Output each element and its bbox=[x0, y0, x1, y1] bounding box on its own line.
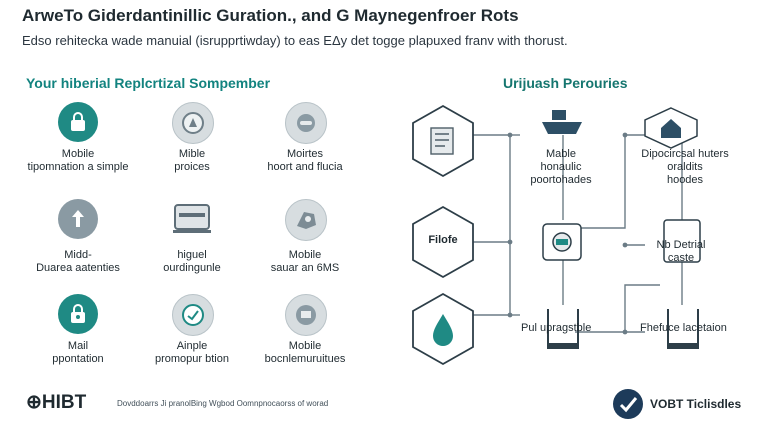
footer-brand[interactable]: VOBT Ticlisdles bbox=[650, 397, 742, 411]
item-line1: Mobile bbox=[61, 148, 95, 160]
left-panel-title: Your hiberial Replcrtizal Sompember bbox=[26, 75, 271, 91]
item-line2: hoort and flucia bbox=[267, 161, 343, 173]
node-label-upragstble: Pul upragstble bbox=[521, 322, 592, 334]
item-line1: Mail bbox=[67, 340, 89, 352]
hex-node-drop bbox=[412, 292, 474, 366]
lock-icon bbox=[58, 102, 98, 142]
box-icon bbox=[663, 219, 701, 263]
item-line2: tipomnation a simple bbox=[27, 161, 129, 173]
page-title: ArweTo Giderdantinillic Guration., and G… bbox=[22, 6, 519, 25]
item-line2: promopur btion bbox=[155, 353, 229, 365]
item-line1: Midd- bbox=[64, 249, 92, 261]
node-label-mable: Mable honaulic poortohades bbox=[530, 148, 592, 186]
map-icon bbox=[285, 199, 327, 241]
ship-icon bbox=[542, 110, 582, 134]
pipe-icon bbox=[667, 309, 699, 349]
footer-caption: Dovddoarrs Ji pranolBing Wgbod Oomnpnoca… bbox=[117, 399, 329, 408]
right-panel-title: Urijuash Perouries bbox=[503, 75, 628, 91]
item-line1: Ainple bbox=[176, 340, 208, 352]
item-line1: Mobile bbox=[288, 249, 322, 261]
item-line1: Moirtes bbox=[286, 148, 324, 160]
footer-logo[interactable]: ⊕HIBT bbox=[26, 392, 87, 413]
node-label-fhefuce: Fhefuce lacetaion bbox=[640, 322, 727, 334]
item-line2: ourdingunle bbox=[163, 262, 221, 274]
house-icon bbox=[661, 119, 681, 138]
device-icon bbox=[542, 223, 582, 261]
badge-icon bbox=[172, 294, 214, 336]
hex-node-filofe bbox=[412, 205, 474, 279]
document-icon bbox=[430, 127, 454, 155]
water-drop-icon bbox=[433, 314, 453, 346]
item-line2: Duarea aatenties bbox=[36, 262, 120, 274]
item-line1: Mible bbox=[178, 148, 206, 160]
item-line2: ppontation bbox=[52, 353, 104, 365]
hex-node-document bbox=[412, 104, 474, 178]
padlock-icon bbox=[58, 294, 98, 334]
laptop-icon bbox=[170, 199, 214, 239]
node-label-dipocircsal: Dipocircsal huters oraldits hoodes bbox=[641, 148, 729, 186]
item-line2: proices bbox=[174, 161, 210, 173]
compass-icon bbox=[172, 102, 214, 144]
node-label-nb-detrial: Nb Detrial caste bbox=[656, 239, 706, 264]
upload-icon bbox=[58, 199, 98, 239]
item-line2: bocnlemuruitues bbox=[264, 353, 346, 365]
item-line2: sauar an 6MS bbox=[270, 262, 340, 274]
item-line1: Mobile bbox=[288, 340, 322, 352]
item-line1: higuel bbox=[177, 249, 207, 261]
house-node bbox=[644, 107, 698, 149]
cloud-icon bbox=[285, 102, 327, 144]
check-badge-icon bbox=[613, 389, 643, 419]
flow-diagram bbox=[472, 132, 683, 335]
hex-node-label: Filofe bbox=[428, 234, 458, 246]
page-subtitle: Edso rehitecka wade manuial (isrupprtiwd… bbox=[22, 33, 568, 48]
pipe-icon bbox=[547, 309, 579, 349]
monitor-icon bbox=[285, 294, 327, 336]
